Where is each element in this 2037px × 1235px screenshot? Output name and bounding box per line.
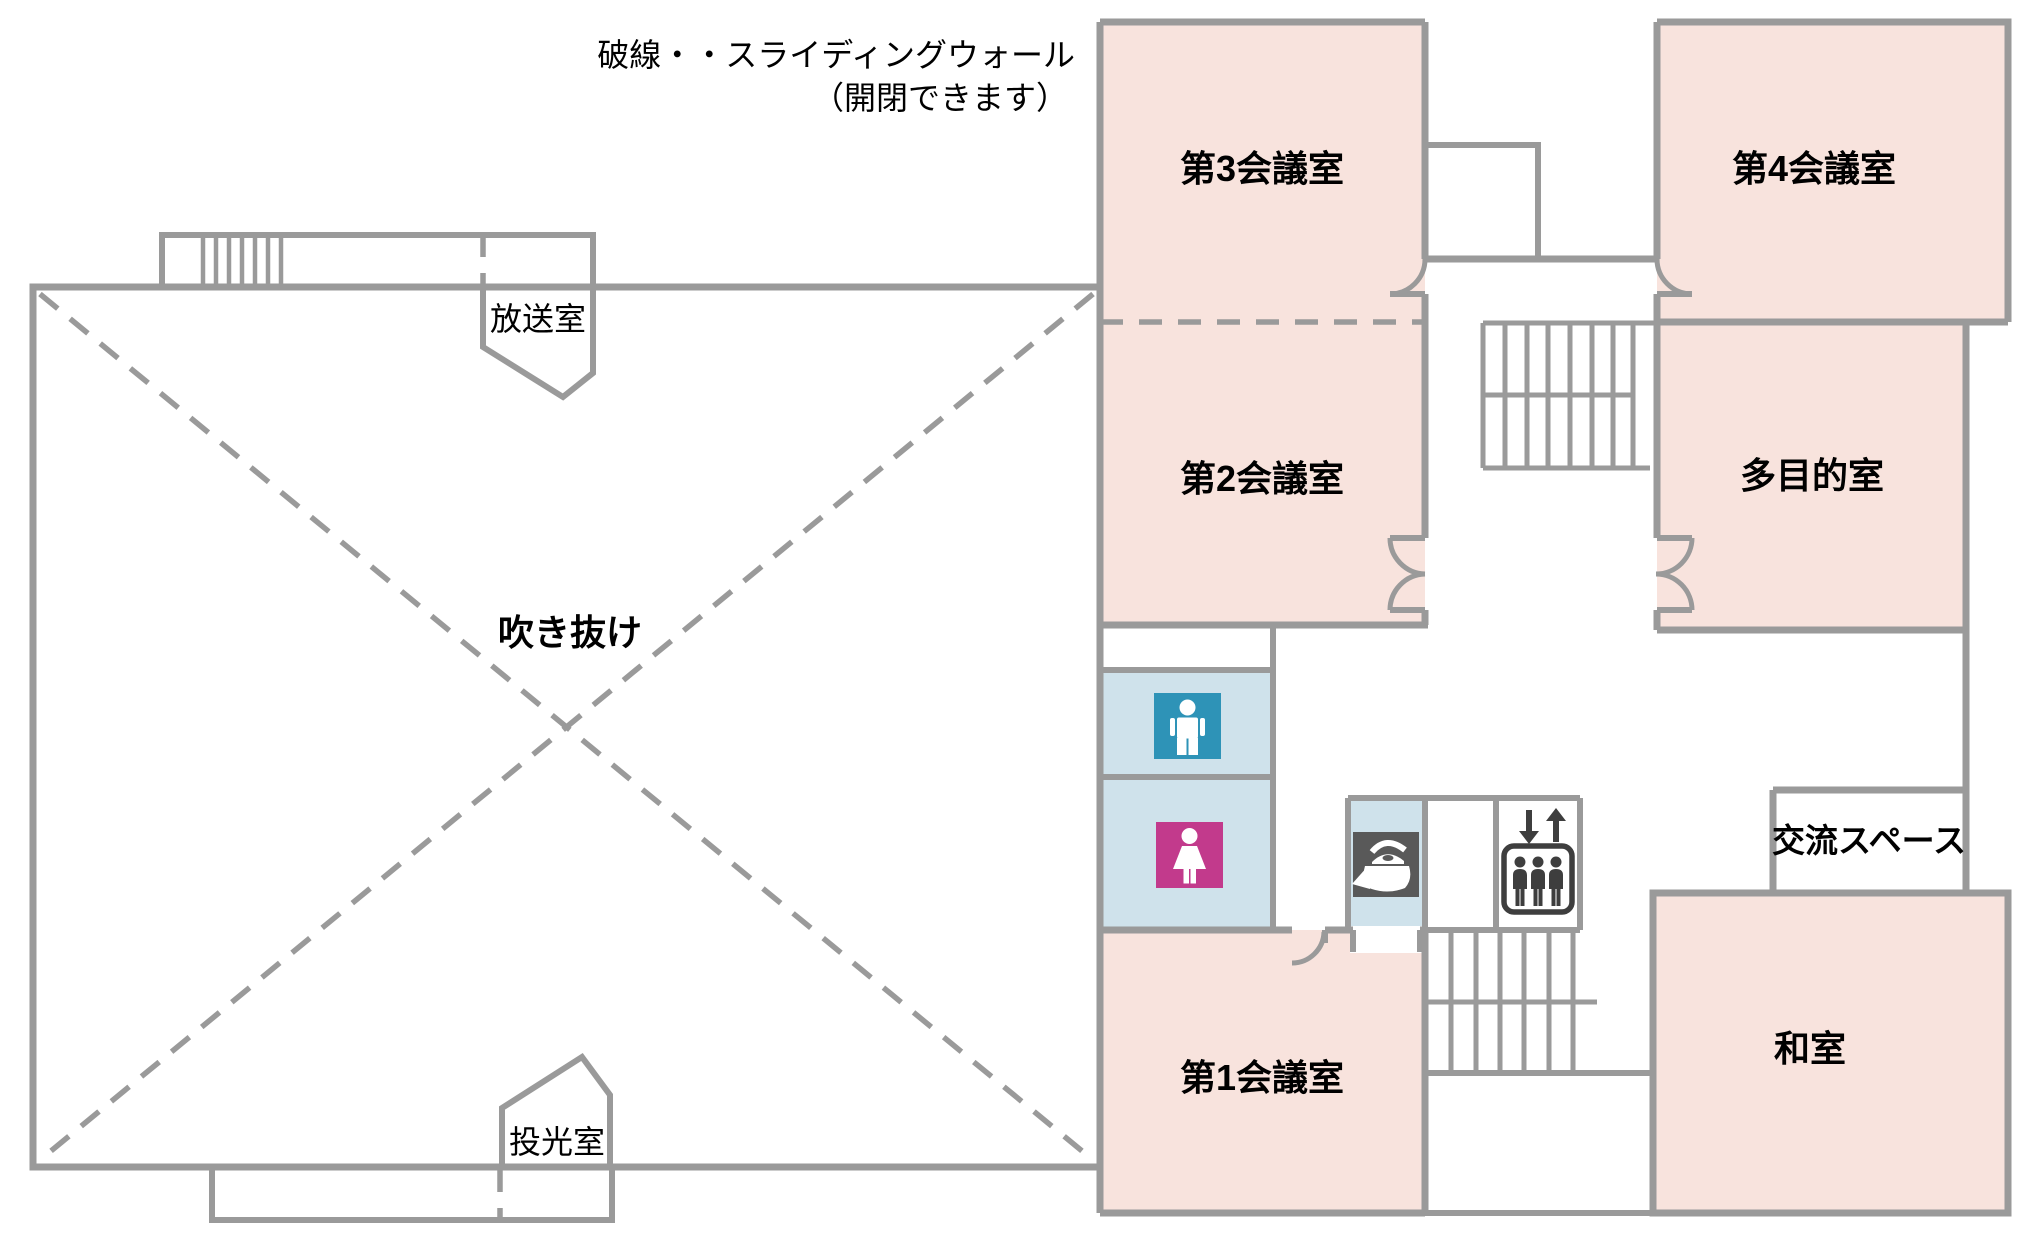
- stairs-top-treads: [1480, 320, 1657, 471]
- stair-hall-walls: [1425, 1070, 1653, 1216]
- elevator-icon: [1501, 808, 1575, 915]
- passenger-body: [1531, 869, 1545, 906]
- top-protrusion-hatch: [200, 235, 284, 287]
- meeting-room-1-label: 第1会議室: [1180, 1057, 1344, 1098]
- men-icon-leg-left: [1177, 738, 1187, 755]
- elevator-passengers: [1513, 856, 1563, 906]
- exchange-space-walls: [1769, 786, 1966, 893]
- men-icon-torso: [1177, 717, 1198, 739]
- corridor-closet-walls: [1425, 142, 1541, 259]
- passenger-head: [1514, 856, 1526, 868]
- floodlight-room-label: 投光室: [509, 1124, 605, 1160]
- kettle-lid-knob: [1382, 855, 1394, 861]
- kettle-handle: [1369, 840, 1407, 855]
- top-protrusion-outline: [159, 232, 596, 287]
- passenger-head: [1532, 856, 1544, 868]
- meeting-room-4-area: [1657, 22, 2008, 322]
- legend-line-2: （開閉できます）: [812, 80, 1068, 116]
- bottom-protrusion-outline: [209, 1167, 615, 1223]
- women-restroom-icon: [1156, 822, 1223, 888]
- stairs-top: [1480, 320, 1657, 471]
- atrium-outline: [29, 283, 1104, 1171]
- multipurpose-room-label: 多目的室: [1740, 455, 1884, 496]
- kitchenette-passage: [1350, 926, 1423, 953]
- atrium-label: 吹き抜け: [498, 612, 642, 653]
- meeting-room-2-3-walls: [1096, 18, 1429, 629]
- men-restroom-icon: [1154, 693, 1221, 759]
- elevator-cab-outline: [1501, 843, 1575, 915]
- men-icon-leg-right: [1188, 738, 1198, 755]
- men-icon-head: [1179, 699, 1196, 716]
- men-icon-arm-left: [1170, 718, 1175, 736]
- service-row-walls: [1345, 795, 1583, 933]
- kettle-icon: [1352, 832, 1419, 897]
- women-icon-dress: [1173, 846, 1206, 869]
- kettle-body: [1363, 866, 1411, 892]
- stairs-bottom-treads: [1427, 932, 1597, 1073]
- passenger-body: [1513, 869, 1527, 906]
- door-swing-arcs: [1291, 258, 1695, 966]
- multipurpose-room-walls: [1653, 322, 1970, 893]
- men-icon-arm-right: [1200, 718, 1205, 736]
- broadcast-room-label: 放送室: [490, 301, 586, 337]
- corridor-closet-area: [1425, 145, 1538, 259]
- elevator-up-arrow-head: [1546, 808, 1566, 821]
- japanese-room-label: 和室: [1774, 1028, 1846, 1069]
- legend-line-1: 破線・・スライディングウォール: [597, 37, 1075, 73]
- meeting-room-1-area: [1100, 930, 1425, 1213]
- exchange-space-label: 交流スペース: [1772, 822, 1966, 859]
- meeting-room-3-label: 第3会議室: [1180, 148, 1344, 189]
- passenger-body: [1549, 869, 1563, 906]
- women-icon-head: [1181, 828, 1198, 844]
- japanese-room-walls: [1649, 889, 2012, 1217]
- japanese-room-area: [1653, 893, 2008, 1213]
- atrium-diagonal-2: [38, 291, 1095, 1163]
- meeting-room-2-label: 第2会議室: [1180, 458, 1344, 499]
- passenger-head: [1550, 856, 1562, 868]
- multipurpose-room-area: [1657, 322, 1966, 630]
- meeting-room-4-label: 第4会議室: [1732, 148, 1896, 189]
- stairs-bottom: [1427, 932, 1597, 1073]
- elevator-down-arrow-head: [1519, 831, 1539, 844]
- toilet-block-walls: [1100, 625, 1276, 930]
- women-icon-leg-right: [1190, 869, 1196, 884]
- women-icon-leg-left: [1183, 869, 1189, 884]
- meeting-room-4-walls: [1653, 18, 2012, 538]
